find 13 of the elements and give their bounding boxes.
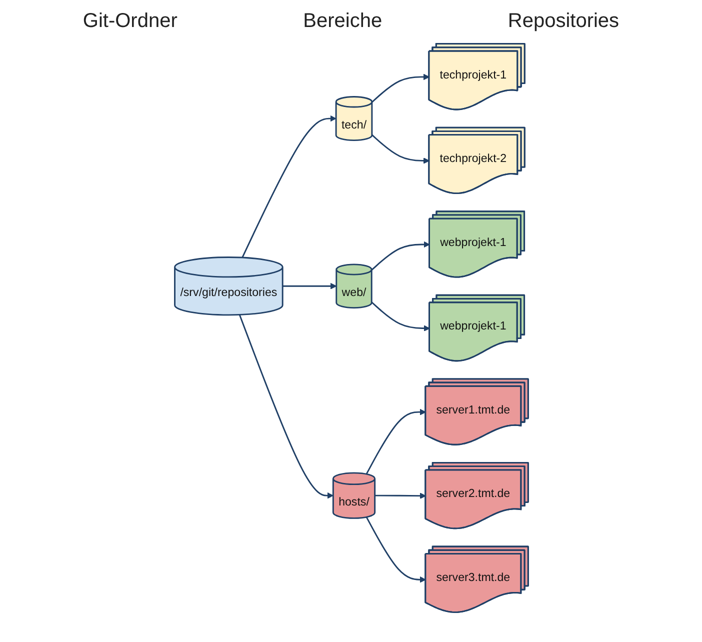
arrow — [365, 516, 426, 583]
arrow — [282, 282, 336, 290]
arrow — [374, 492, 426, 500]
arrow — [241, 115, 336, 258]
arrow — [370, 134, 430, 164]
column-heading: Git-Ordner — [82, 10, 178, 33]
arrow — [365, 408, 426, 474]
arrow — [370, 302, 430, 332]
arrow — [238, 314, 333, 499]
arrow — [370, 241, 430, 271]
arrow — [370, 74, 430, 103]
column-heading: Repositories — [508, 10, 620, 33]
column-heading: Bereiche — [303, 10, 382, 33]
